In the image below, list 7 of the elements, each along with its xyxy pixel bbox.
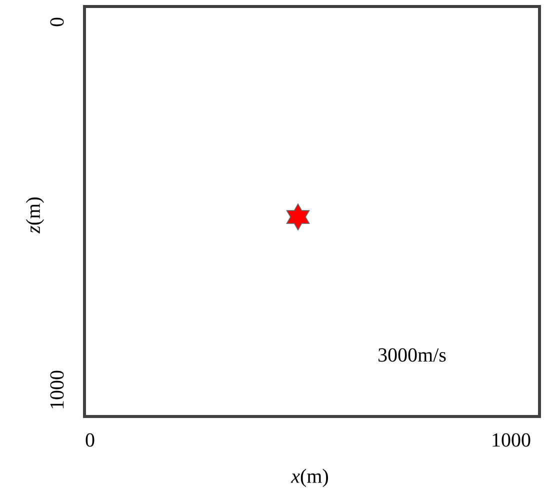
- axis-tick-label: 1000: [492, 433, 530, 447]
- axis-tick-label: 1000: [50, 370, 64, 408]
- model-box: 3000m/s: [83, 5, 541, 418]
- axis-label: z(m): [26, 198, 44, 234]
- axis-tick-label: 0: [50, 18, 64, 26]
- axis-label: x(m): [290, 468, 328, 488]
- axis-tick-label: 0: [86, 433, 94, 447]
